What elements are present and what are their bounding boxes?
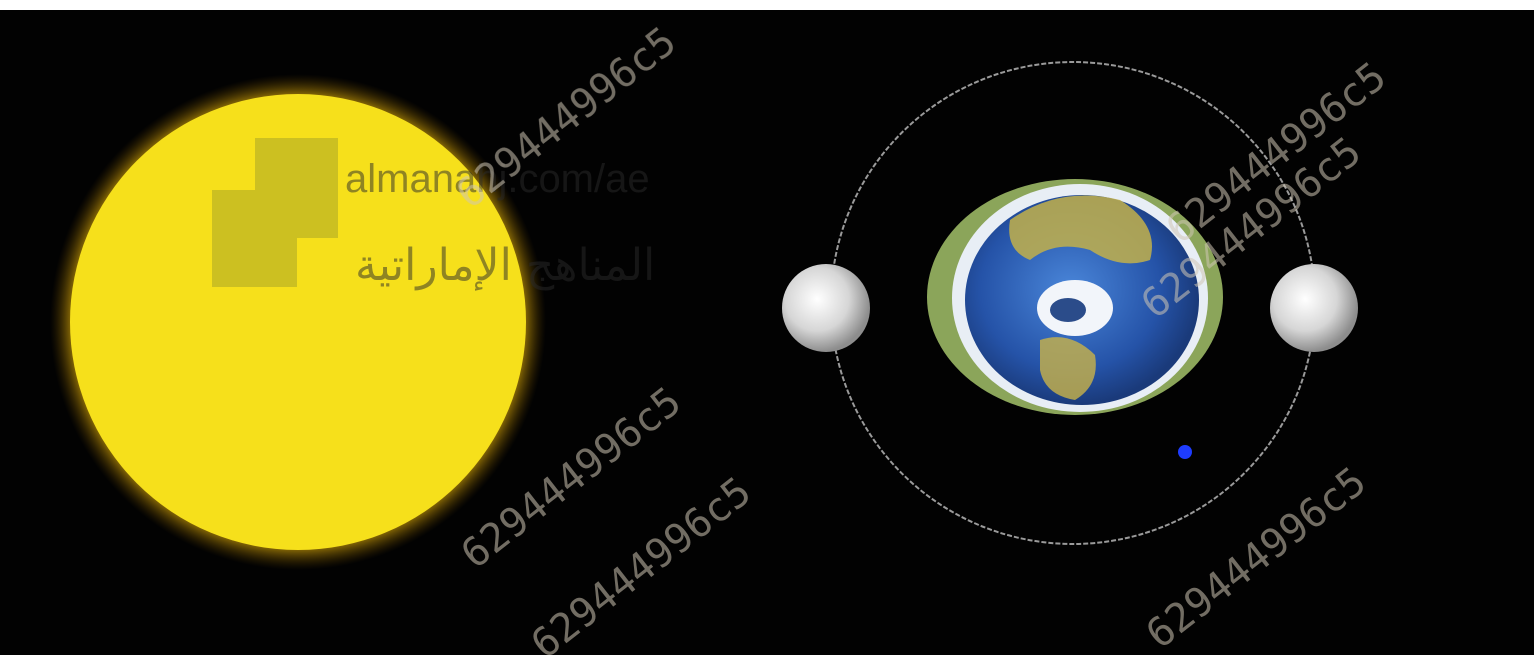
scene-drawing: almanahj.com/ae المناهج الإماراتية 62944… (50, 19, 1395, 655)
watermark-logo (212, 138, 338, 287)
moon-left (782, 264, 870, 352)
watermark-site-text: almanahj.com/ae (345, 157, 650, 201)
space-scene: almanahj.com/ae المناهج الإماراتية 62944… (0, 10, 1534, 655)
earth (927, 179, 1223, 415)
sun (70, 94, 526, 550)
watermark-arabic-text: المناهج الإماراتية (355, 240, 655, 291)
blue-dot-marker (1178, 445, 1192, 459)
moon-right (1270, 264, 1358, 352)
watermark-code: 629444996c5 (1138, 459, 1375, 655)
